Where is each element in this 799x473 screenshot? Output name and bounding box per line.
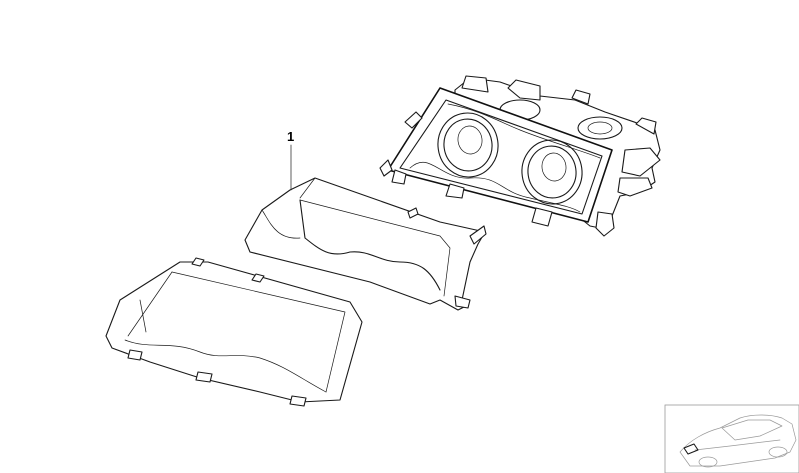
highlighted-headlight: [683, 443, 699, 455]
vehicle-thumbnail: [664, 404, 799, 473]
headlight-lens: [105, 257, 363, 407]
headlight-housing: [379, 75, 661, 237]
callout-label-1: 1: [287, 129, 294, 144]
callout-part-1: 1: [287, 129, 294, 191]
headlight-trim-shroud: [244, 177, 487, 311]
